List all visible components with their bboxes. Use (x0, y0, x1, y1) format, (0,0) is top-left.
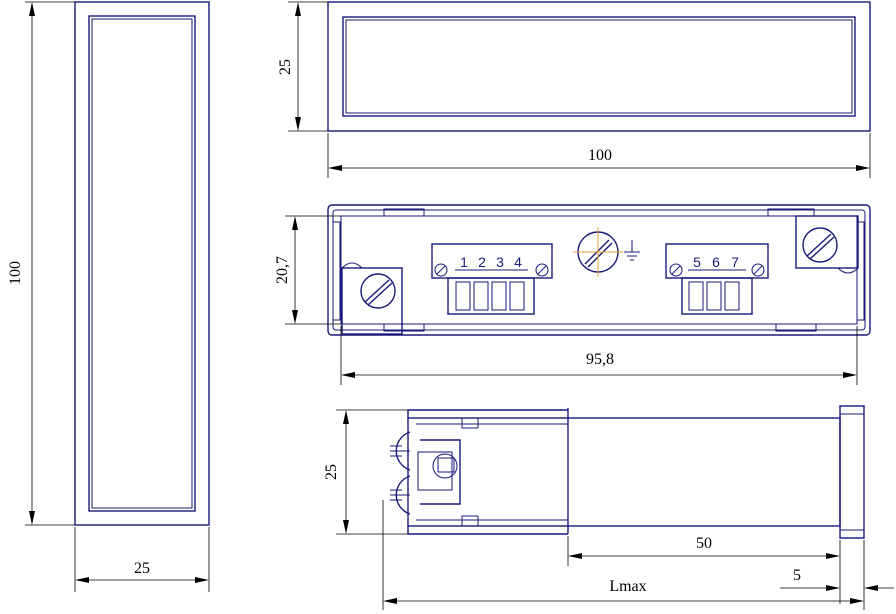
top-view (327, 1, 871, 132)
front-view (74, 1, 210, 526)
top-height-dimension: 25 (277, 1, 328, 132)
side-flange-dimension: 5 (780, 567, 894, 591)
ground-symbol-icon (624, 240, 640, 261)
front-width-dimension: 25 (74, 527, 210, 592)
terminal-label-6: 6 (712, 254, 720, 270)
rear-height-dimension: 20,7 (274, 215, 341, 325)
right-terminal-block: 5 6 7 (665, 243, 769, 315)
top-length-label: 100 (588, 147, 612, 164)
terminal-label-2: 2 (478, 254, 486, 270)
left-terminal-block: 1 2 3 4 (431, 243, 553, 315)
rear-height-label: 20,7 (274, 256, 291, 284)
terminal-label-3: 3 (496, 254, 504, 270)
terminal-label-4: 4 (514, 254, 522, 270)
terminal-label-7: 7 (731, 254, 739, 270)
side-total-label: Lmax (609, 578, 646, 595)
left-screw-icon (360, 273, 396, 309)
top-length-dimension: 100 (327, 133, 871, 178)
terminal-label-5: 5 (693, 254, 701, 270)
side-depth-label: 50 (696, 535, 712, 552)
rear-length-label: 95,8 (586, 351, 614, 368)
terminal-label-1: 1 (460, 254, 468, 270)
side-height-dimension: 25 (323, 409, 408, 535)
side-total-dimension: Lmax (382, 500, 865, 610)
front-width-label: 25 (134, 560, 150, 577)
right-screw-icon (802, 227, 838, 263)
top-height-label: 25 (277, 59, 294, 75)
side-view (390, 405, 865, 539)
side-height-label: 25 (323, 464, 340, 480)
front-height-label: 100 (7, 261, 24, 285)
rear-length-dimension: 95,8 (340, 326, 858, 385)
rear-view: 1 2 3 4 5 6 7 (327, 204, 871, 336)
front-height-dimension: 100 (7, 1, 75, 526)
side-depth-dimension: 50 (567, 535, 841, 604)
side-flange-label: 5 (793, 567, 801, 584)
